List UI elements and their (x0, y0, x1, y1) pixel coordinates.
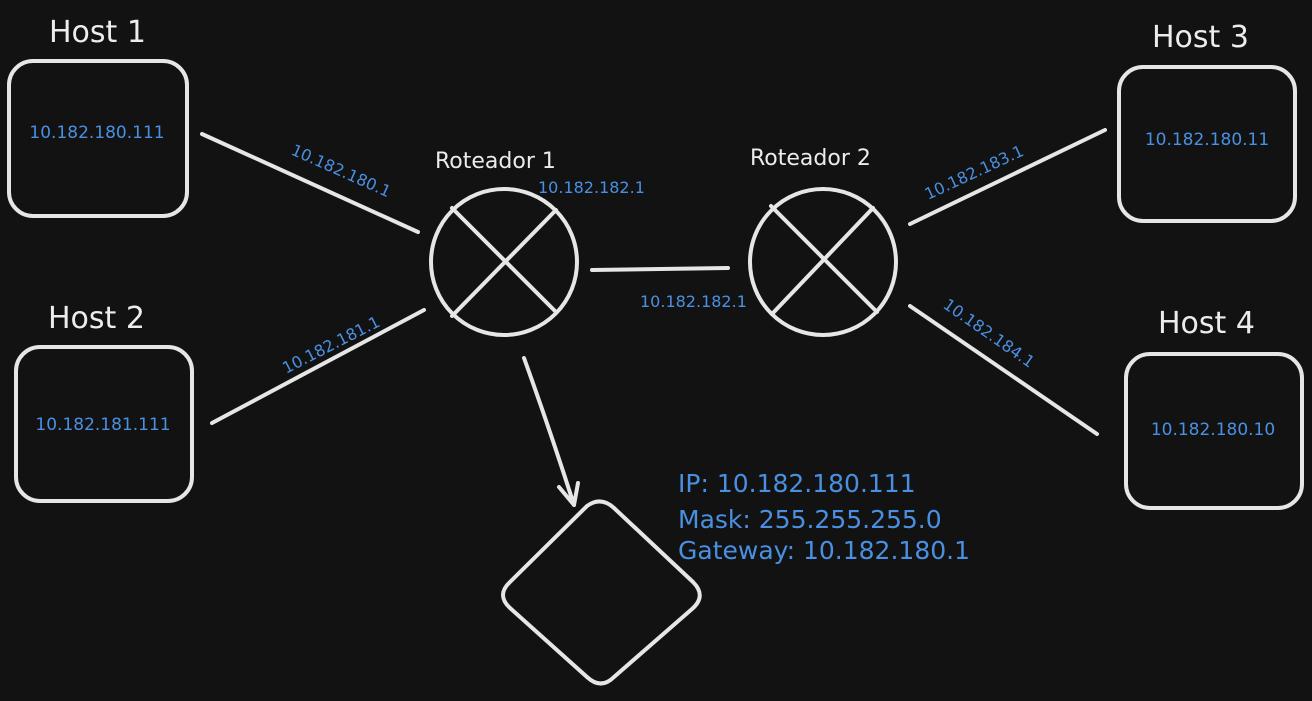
host-2-box[interactable] (14, 345, 194, 503)
router-2[interactable] (748, 187, 898, 337)
link-router2-host4 (908, 304, 1099, 436)
link-label-host2-router1: 10.182.181.1 (279, 312, 383, 377)
info-gateway: Gateway: 10.182.180.1 (678, 536, 970, 565)
router-1-title: Roteador 1 (435, 149, 556, 174)
router-2-title: Roteador 2 (750, 146, 871, 171)
link-label-router1-router2-lower: 10.182.182.1 (640, 292, 747, 311)
host-3-box[interactable] (1117, 65, 1297, 223)
host-4-box[interactable] (1124, 352, 1304, 510)
link-label-host1-router1: 10.182.180.1 (288, 140, 393, 201)
link-host1-router1 (200, 132, 420, 234)
info-mask: Mask: 255.255.255.0 (678, 505, 942, 534)
router-1[interactable] (429, 187, 579, 337)
router-icon (450, 206, 558, 314)
host-3-ip: 10.182.180.11 (1145, 130, 1269, 150)
link-host2-router1 (210, 308, 426, 425)
link-label-router1-router2-upper: 10.182.182.1 (538, 178, 645, 197)
arrow-router1-to-device (522, 356, 580, 507)
host-1-title: Host 1 (49, 15, 146, 50)
host-1-box[interactable] (7, 59, 189, 218)
host-2-title: Host 2 (48, 301, 145, 336)
host-4-title: Host 4 (1158, 306, 1255, 341)
host-3-title: Host 3 (1152, 20, 1249, 55)
info-ip: IP: 10.182.180.111 (678, 469, 916, 498)
device-diamond[interactable] (501, 499, 702, 686)
host-2-ip: 10.182.181.111 (35, 415, 170, 435)
link-router2-host3 (908, 128, 1107, 226)
host-1-ip: 10.182.180.111 (29, 123, 164, 143)
link-router1-router2 (590, 266, 730, 272)
host-4-ip: 10.182.180.10 (1151, 420, 1275, 440)
